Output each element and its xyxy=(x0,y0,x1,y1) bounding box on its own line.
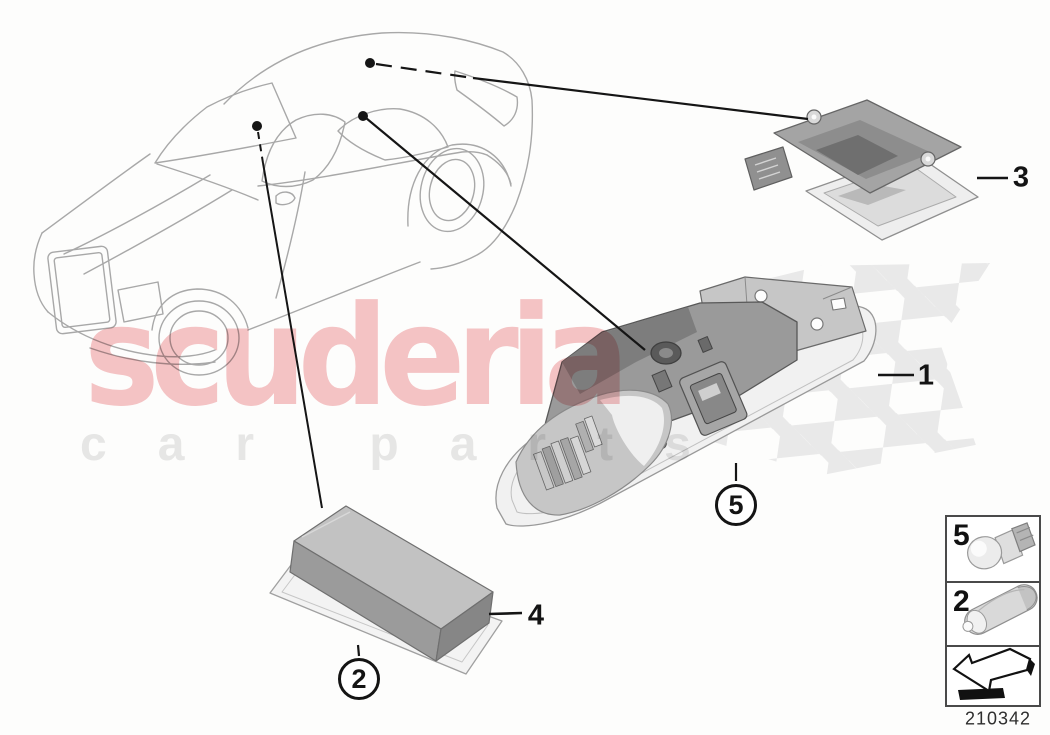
legend-item-bulb-2[interactable]: 2 xyxy=(947,581,1039,645)
part-label-3[interactable]: 3 xyxy=(1012,161,1030,194)
legend-item-2-number: 2 xyxy=(953,585,970,618)
callout-lines xyxy=(252,58,1008,657)
circled-label-2[interactable]: 2 xyxy=(338,658,380,700)
part-4-interior-light[interactable] xyxy=(269,505,503,675)
part-3-reading-light[interactable] xyxy=(744,99,979,241)
festoon-bulb-icon xyxy=(962,584,1038,635)
part-1-overhead-console[interactable] xyxy=(495,276,877,527)
direction-arrow-icon xyxy=(952,647,1035,700)
part-label-1[interactable]: 1 xyxy=(917,359,935,392)
wedge-bulb-icon xyxy=(967,522,1036,570)
part-label-4[interactable]: 4 xyxy=(527,599,545,632)
legend-item-bulb-5[interactable]: 5 xyxy=(947,517,1039,581)
legend-item-direction xyxy=(947,645,1039,705)
car-outline xyxy=(33,31,534,376)
circled-label-5[interactable]: 5 xyxy=(715,484,757,526)
diagram-number: 210342 xyxy=(964,708,1032,729)
legend-item-5-number: 5 xyxy=(953,519,970,552)
